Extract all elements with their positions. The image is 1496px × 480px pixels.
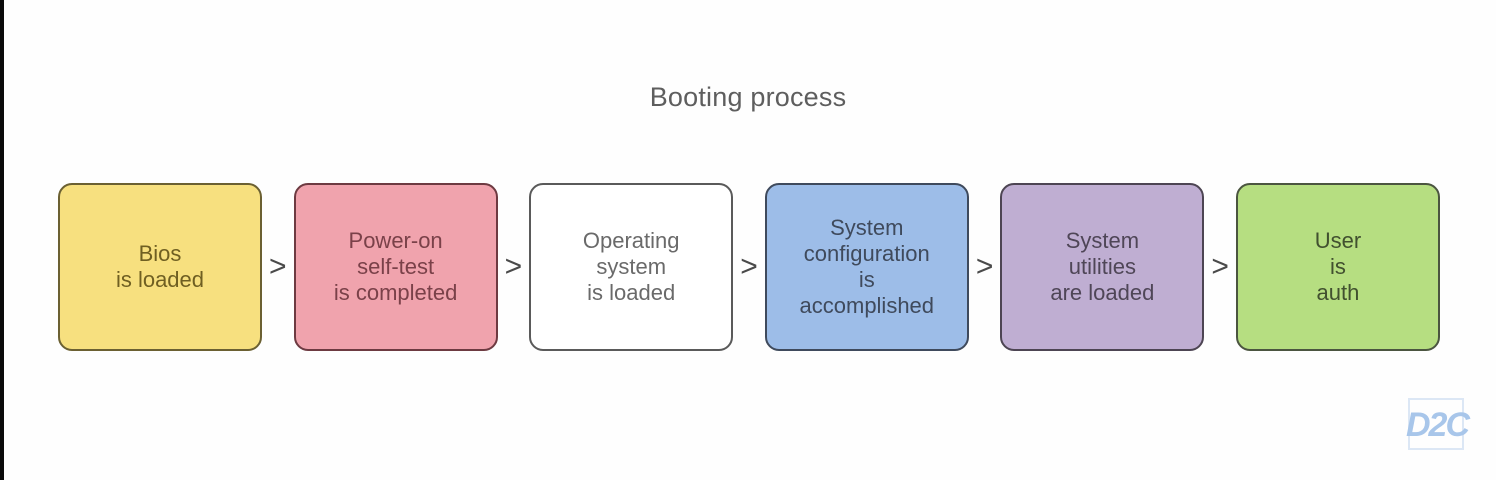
process-node-system-configuration[interactable]: System configuration is accomplished xyxy=(764,183,969,351)
flow-connector-chevron-1: > xyxy=(269,250,287,283)
left-edge-strip xyxy=(0,0,4,480)
node-line-3: is xyxy=(858,267,875,292)
node-line-1: Operating xyxy=(582,227,680,253)
node-line-1: System xyxy=(1065,227,1140,253)
node-line-3: auth xyxy=(1316,280,1360,306)
flow-connector-chevron-2: > xyxy=(504,250,523,283)
process-node-system-utilities[interactable]: System utilities are loaded xyxy=(1000,183,1205,351)
process-node-user-auth[interactable]: User is auth xyxy=(1235,183,1440,351)
node-line-2: utilities xyxy=(1068,253,1136,279)
node-line-2: system xyxy=(596,253,667,279)
node-line-2: is loaded xyxy=(115,267,205,292)
process-node-operating-system[interactable]: Operating system is loaded xyxy=(529,183,734,351)
node-line-1: Bios xyxy=(138,240,182,266)
node-line-3: is loaded xyxy=(587,280,676,306)
node-line-2: configuration xyxy=(803,240,930,266)
node-line-1: Power-on xyxy=(348,227,443,253)
node-line-2: self-test xyxy=(357,253,435,279)
process-node-post[interactable]: Power-on self-test is completed xyxy=(293,183,498,351)
node-line-2: is xyxy=(1330,253,1346,279)
watermark-frame xyxy=(1408,398,1464,450)
watermark-text: D2C xyxy=(1405,405,1470,444)
flow-connector-chevron-5: > xyxy=(1211,250,1229,283)
node-line-1: User xyxy=(1314,227,1362,253)
node-line-3: are loaded xyxy=(1050,280,1155,306)
page-title: Booting process xyxy=(649,82,847,112)
node-line-4: accomplished xyxy=(799,293,935,319)
node-line-3: is completed xyxy=(333,280,458,306)
node-line-1: System xyxy=(830,214,904,240)
process-flow: Bios is loaded > Power-on self-test is c… xyxy=(58,183,1440,351)
flow-connector-chevron-3: > xyxy=(740,250,758,283)
flow-connector-chevron-4: > xyxy=(975,250,994,283)
process-node-bios[interactable]: Bios is loaded xyxy=(58,183,262,351)
watermark-logo: D2C xyxy=(1404,396,1470,454)
